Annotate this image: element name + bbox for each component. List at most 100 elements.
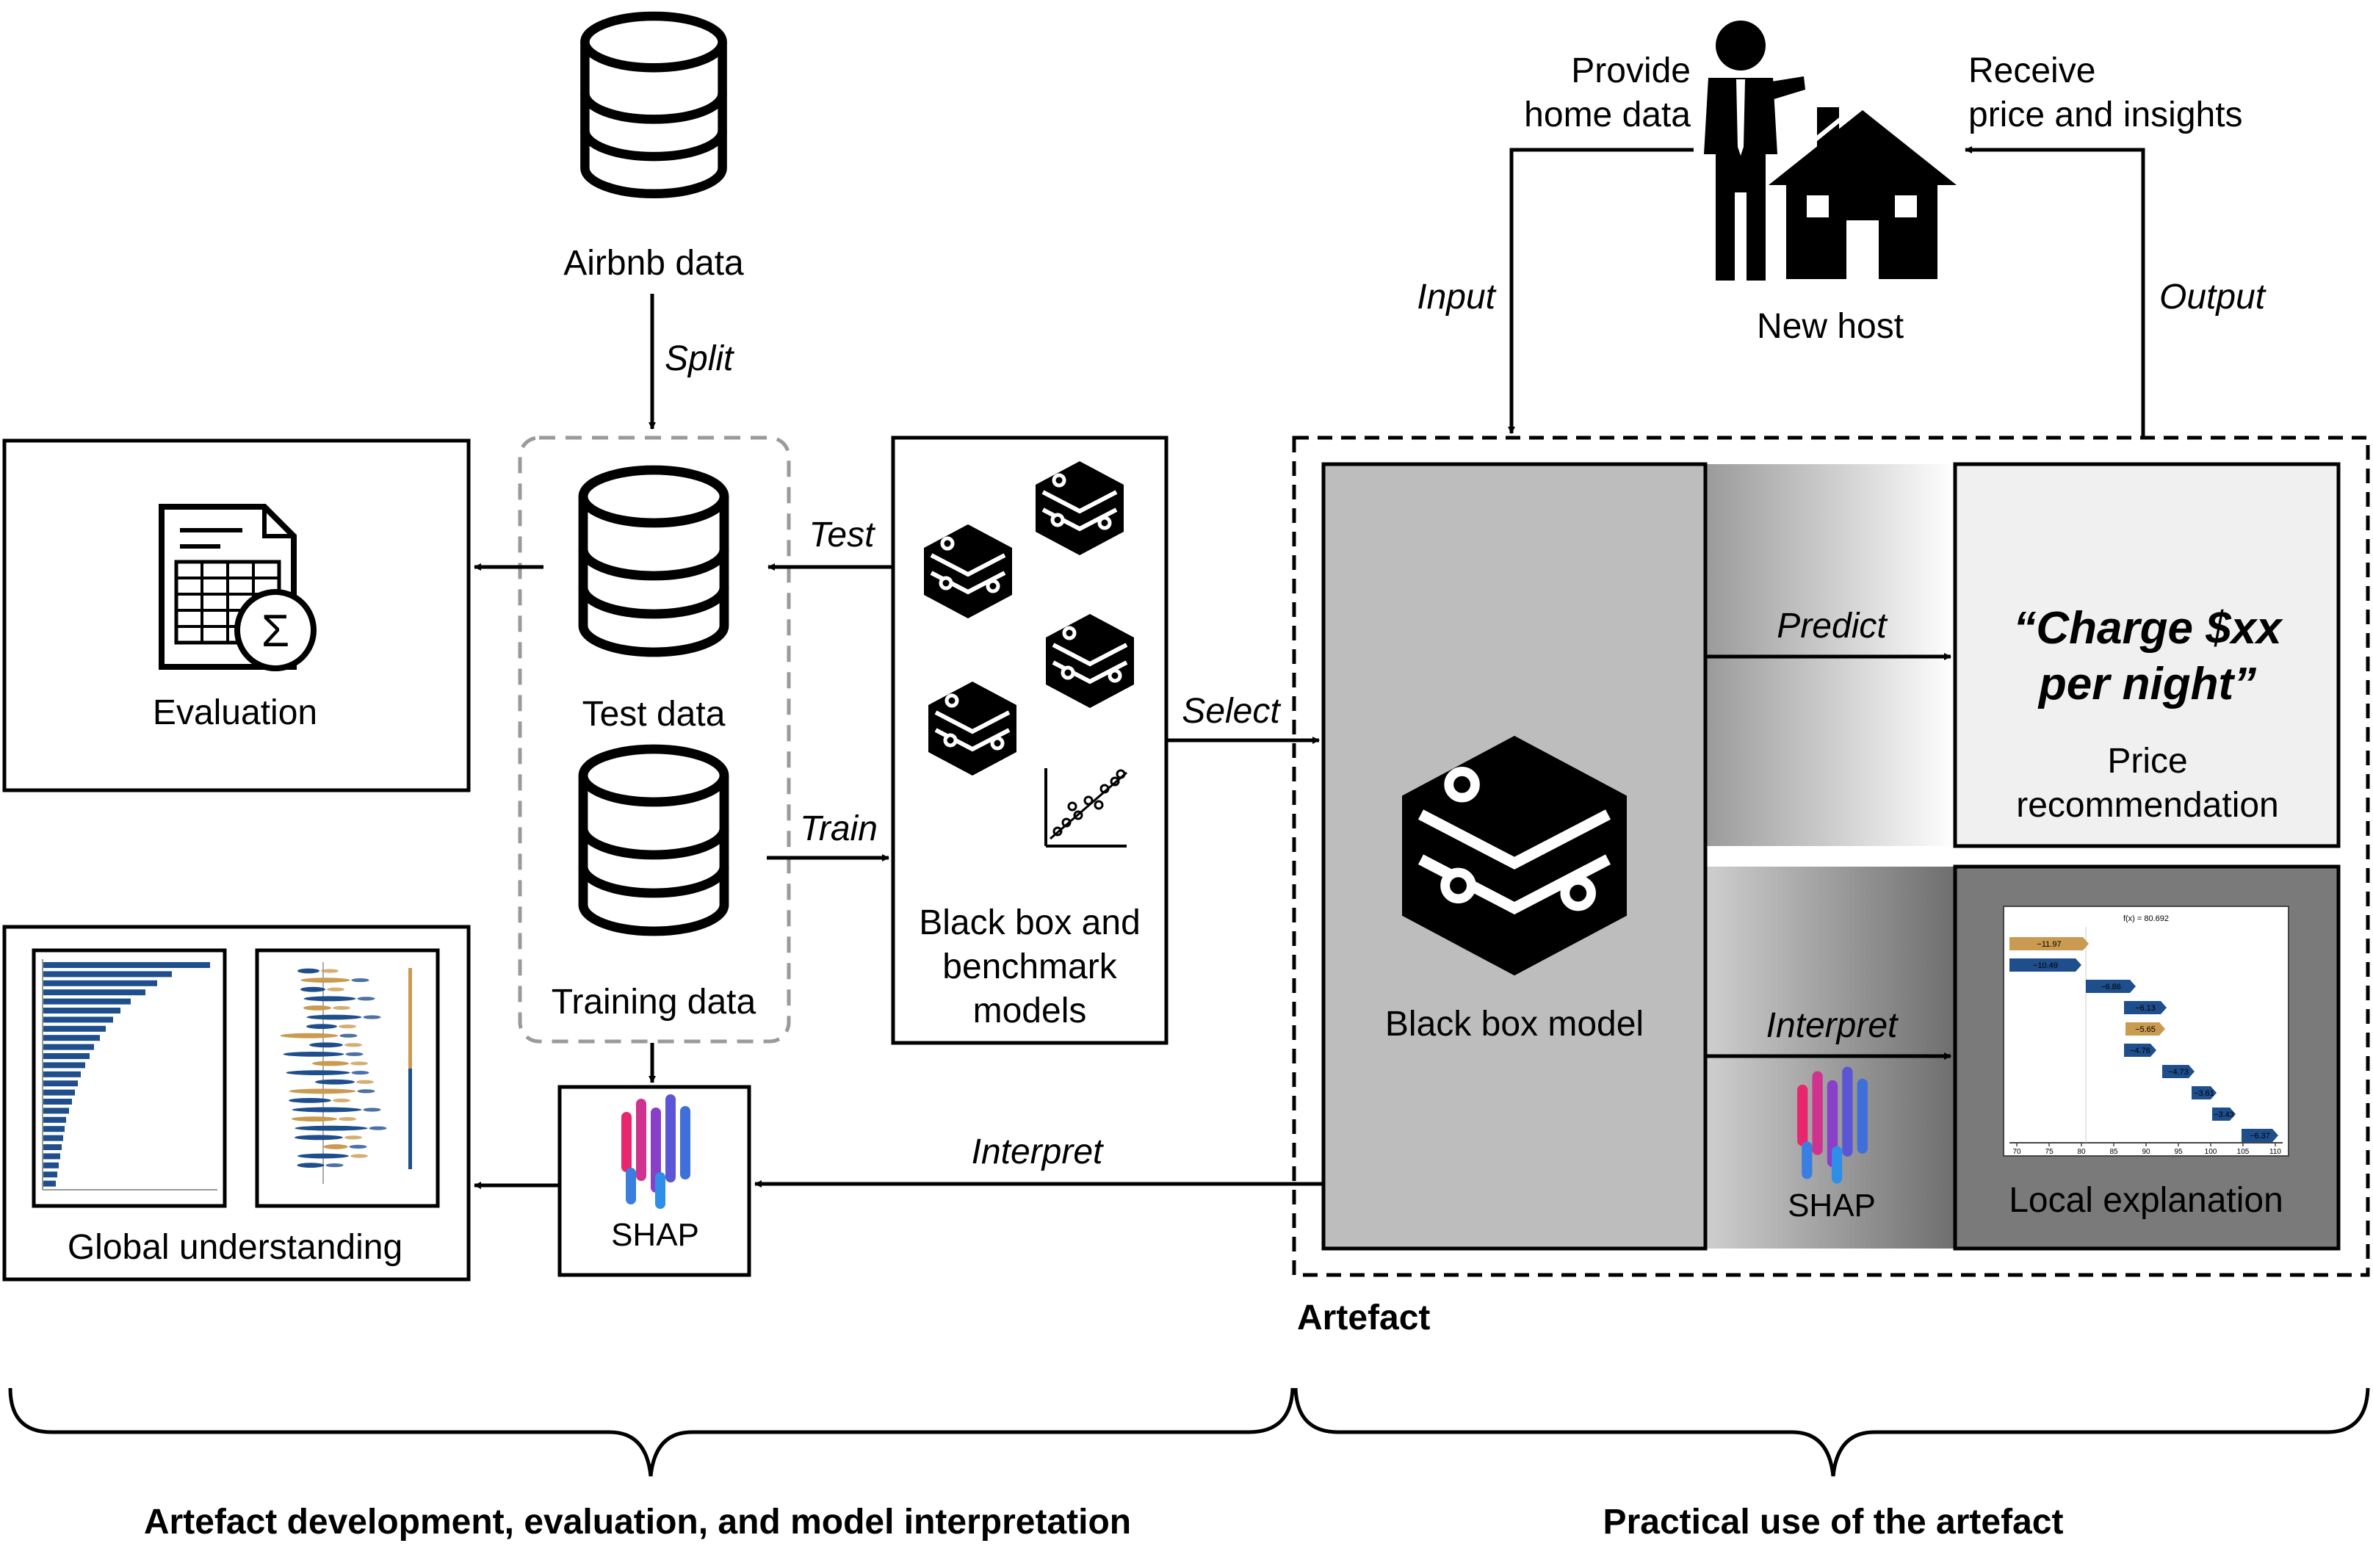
scatter-plot-icon [1044, 768, 1127, 848]
thumb-swarm-tail [345, 1052, 364, 1056]
right-section-label: Practical use of the artefact [1603, 1503, 2064, 1542]
right-section-brace [1293, 1387, 2370, 1477]
thumb-swarm-row [283, 1052, 344, 1057]
waterfall-value: −4.76 [2130, 1047, 2150, 1055]
thumb-swarm-tail [357, 997, 375, 1001]
input-edge-label: Input [1417, 278, 1496, 317]
waterfall-bar [2086, 980, 2136, 993]
models-label-line-3: models [973, 991, 1087, 1030]
global-understanding-label: Global understanding [68, 1228, 402, 1267]
waterfall-value: −6.86 [2101, 983, 2121, 991]
thumb-swarm-row [289, 1098, 331, 1103]
thumb-swarm-tail [357, 1089, 375, 1094]
waterfall-bar [2192, 1086, 2217, 1099]
waterfall-value: −6.37 [2250, 1132, 2270, 1141]
thumb-bar [43, 1099, 72, 1105]
local-explanation-label: Local explanation [2009, 1181, 2283, 1220]
data-split-group [518, 436, 791, 1044]
thumb-bar [43, 1126, 65, 1132]
waterfall-tick-label: 85 [2109, 1148, 2118, 1156]
models-label-line-2: benchmark [942, 947, 1117, 986]
thumb-swarm-tail [325, 1163, 344, 1168]
thumb-swarm-tail [333, 1098, 350, 1102]
thumb-swarm-row [280, 1033, 339, 1038]
price-quote-line-1: “Charge $xx [2013, 603, 2283, 654]
waterfall-bar [2124, 1001, 2167, 1014]
waterfall-value: −11.97 [2037, 940, 2061, 949]
price-rec-line-2: recommendation [2016, 786, 2279, 825]
thumb-bar [43, 1053, 90, 1059]
waterfall-value: −5.65 [2135, 1025, 2156, 1034]
thumb-swarm-tail [356, 1080, 374, 1084]
waterfall-tick-label: 90 [2142, 1148, 2150, 1156]
training-data-label: Training data [552, 983, 756, 1022]
interpret-local-label: Interpret [1766, 1006, 1899, 1045]
artefact-label: Artefact [1297, 1298, 1430, 1337]
thumb-bar [43, 1008, 120, 1014]
models-label-line-1: Black box and [919, 903, 1141, 942]
thumb-swarm-row [292, 1107, 362, 1113]
svg-text:Σ: Σ [261, 606, 289, 657]
thumb-bar [43, 989, 145, 996]
thumb-bar [43, 1089, 75, 1096]
price-recommendation-box [1953, 462, 2341, 848]
thumb-swarm-tail [363, 1108, 381, 1112]
thumb-swarm-row [315, 1079, 355, 1085]
thumb-swarm-tail [349, 1144, 367, 1149]
provide-label-line-2: home data [1524, 95, 1691, 134]
thumb-bar [43, 1153, 60, 1160]
input-arrow [1508, 148, 1694, 434]
waterfall-value: −3.61 [2194, 1089, 2214, 1098]
thumb-bar [43, 1080, 78, 1087]
thumb-bar [43, 1144, 62, 1150]
artefact-boundary [1292, 436, 2370, 1277]
test-database-icon [583, 470, 724, 652]
thumb-swarm-row [297, 1163, 325, 1168]
black-box-model-label: Black box model [1385, 1005, 1644, 1044]
waterfall-value: −10.49 [2033, 961, 2058, 970]
provide-label-line-1: Provide [1571, 51, 1691, 90]
waterfall-bar [2009, 937, 2089, 950]
thumb-swarm-tail [327, 987, 344, 991]
waterfall-tick-label: 80 [2077, 1148, 2086, 1156]
thumb-swarm-tail [350, 1154, 368, 1158]
waterfall-bar [2125, 1022, 2165, 1036]
test-edge-label: Test [809, 516, 876, 554]
thumb-bar [43, 998, 131, 1005]
thumb-swarm-row [300, 978, 350, 983]
thumb-swarm-row [297, 968, 319, 974]
thumb-swarm-row [323, 1144, 348, 1149]
waterfall-bar [2242, 1129, 2278, 1142]
thumb-swarm-tail [321, 969, 339, 973]
thumb-swarm-row [295, 1125, 368, 1131]
thumb-swarm-row [289, 1088, 356, 1094]
thumb-swarm-row [312, 1061, 349, 1066]
beeswarm-thumbnail [255, 948, 440, 1208]
waterfall-bar [2212, 1108, 2236, 1121]
thumb-swarm-row [297, 1153, 349, 1159]
left-section-brace [8, 1387, 1295, 1477]
thumb-bar [43, 1135, 63, 1141]
thumb-bar [43, 980, 157, 986]
thumb-swarm-tail [339, 1033, 358, 1038]
airbnb-database-icon [585, 16, 722, 194]
thumb-swarm-row [286, 1070, 350, 1075]
receive-label-line-2: price and insights [1968, 95, 2243, 134]
host-with-house-icon [1704, 21, 1957, 281]
thumb-swarm-row [300, 986, 325, 992]
thumb-bar [43, 1108, 69, 1114]
evaluation-label: Evaluation [153, 693, 317, 732]
shap-local-label: SHAP [1788, 1188, 1876, 1224]
thumb-swarm-tail [350, 1061, 368, 1066]
waterfall-tick-label: 100 [2205, 1148, 2217, 1156]
thumb-bar [43, 1071, 81, 1077]
thumb-bar [43, 1162, 59, 1168]
price-rec-line-1: Price [2107, 742, 2187, 781]
thumb-swarm-row [309, 1042, 343, 1048]
thumb-bar [43, 1016, 113, 1023]
waterfall-thumbnail: f(x) = 80.692 −11.97−10.49−6.86−6.13−5.6… [2003, 906, 2289, 1157]
training-database-icon [583, 749, 724, 931]
thumb-swarm-row [295, 1135, 343, 1141]
thumb-swarm-tail [339, 1117, 356, 1121]
waterfall-tick-label: 110 [2269, 1148, 2281, 1156]
